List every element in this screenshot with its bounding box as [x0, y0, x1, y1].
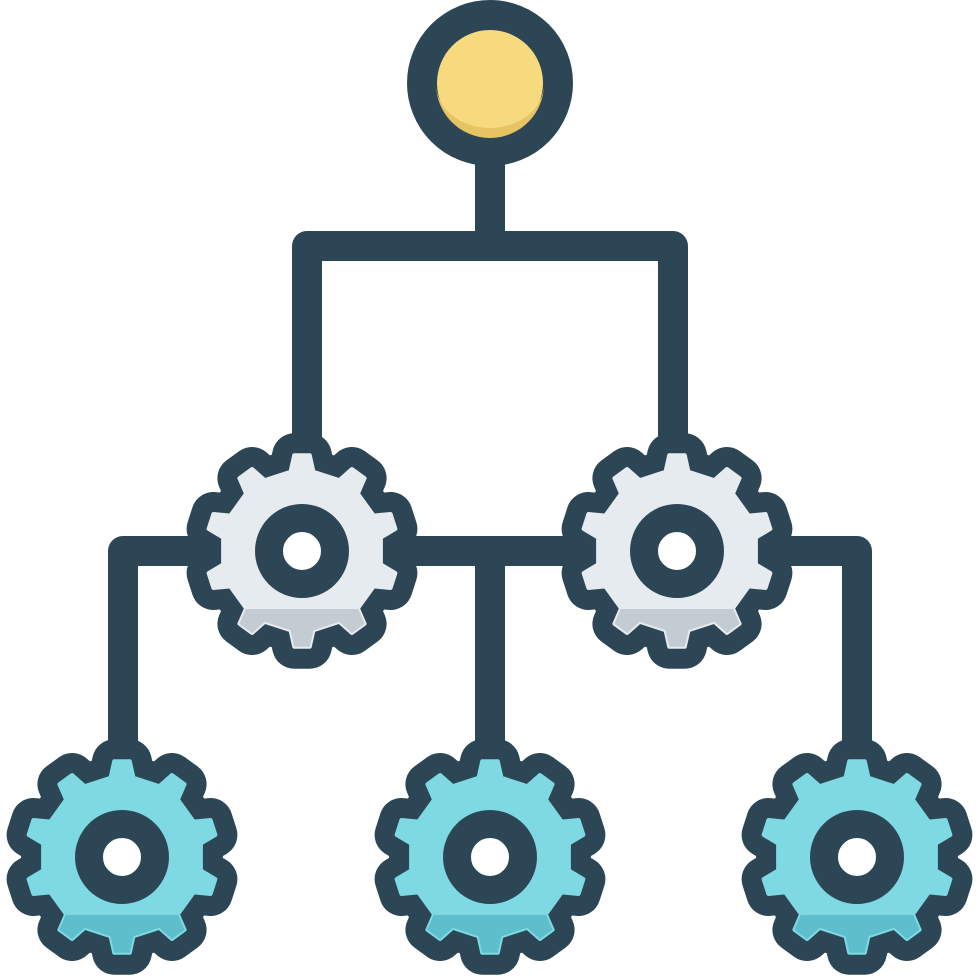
root-node [407, 0, 573, 166]
gear-node-leaf-right [741, 739, 973, 975]
connector-lines [108, 145, 872, 760]
gear-hole [477, 844, 503, 870]
root-node-circle [407, 0, 573, 166]
gear-node-leaf-left [6, 739, 238, 975]
top-branch-line [292, 231, 688, 455]
gear-hole [289, 538, 315, 564]
gear-hole [109, 844, 135, 870]
gear-node-mid-right [561, 433, 793, 669]
root-node-shadow [436, 84, 544, 138]
gear-nodes [6, 433, 973, 975]
gear-node-mid-left [186, 433, 418, 669]
gear-node-leaf-center [374, 739, 606, 975]
gear-hole [664, 538, 690, 564]
gear-hole [844, 844, 870, 870]
